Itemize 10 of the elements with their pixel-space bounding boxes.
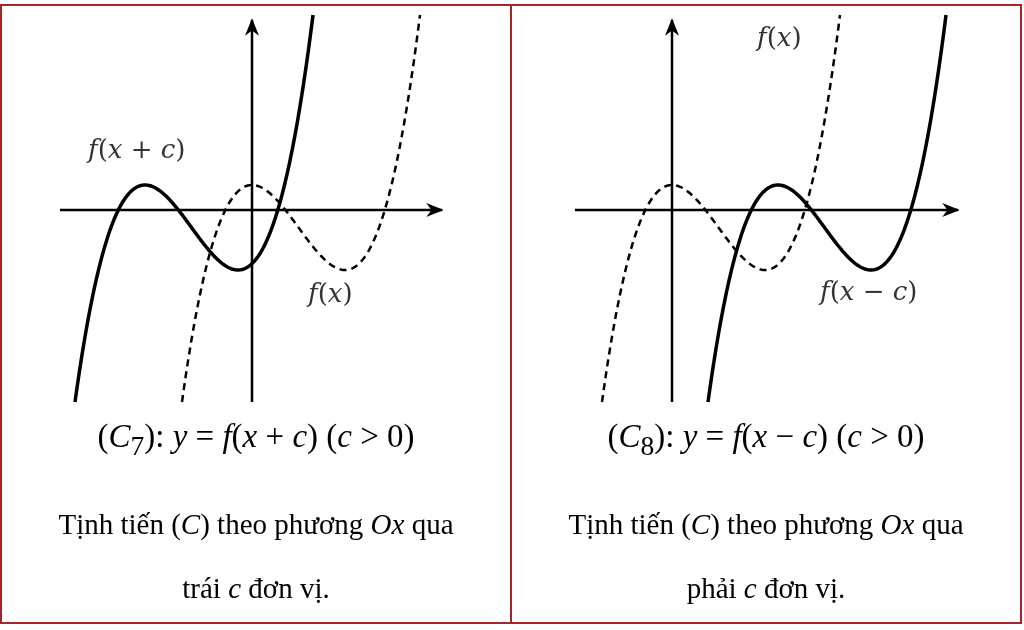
- description-text: Tịnh tiến (C) theo phương Ox qua trái c đơn vị.: [57, 507, 455, 606]
- description-text: Tịnh tiến (C) theo phương Ox qua phải c đơn vị.: [567, 507, 965, 606]
- table-cell: [0, 4, 512, 624]
- formula-text: (C$_{8}$): y = f(x − c) (c > 0): [606, 418, 926, 462]
- curve-label: f(x): [757, 22, 802, 52]
- formula-text: (C$_{7}$): y = f(x + c) (c > 0): [96, 418, 416, 462]
- curve-label: f(x + c): [88, 134, 186, 164]
- table-cell: [510, 4, 1022, 624]
- curve-label: f(x − c): [820, 276, 918, 306]
- curve-label: f(x): [308, 278, 353, 308]
